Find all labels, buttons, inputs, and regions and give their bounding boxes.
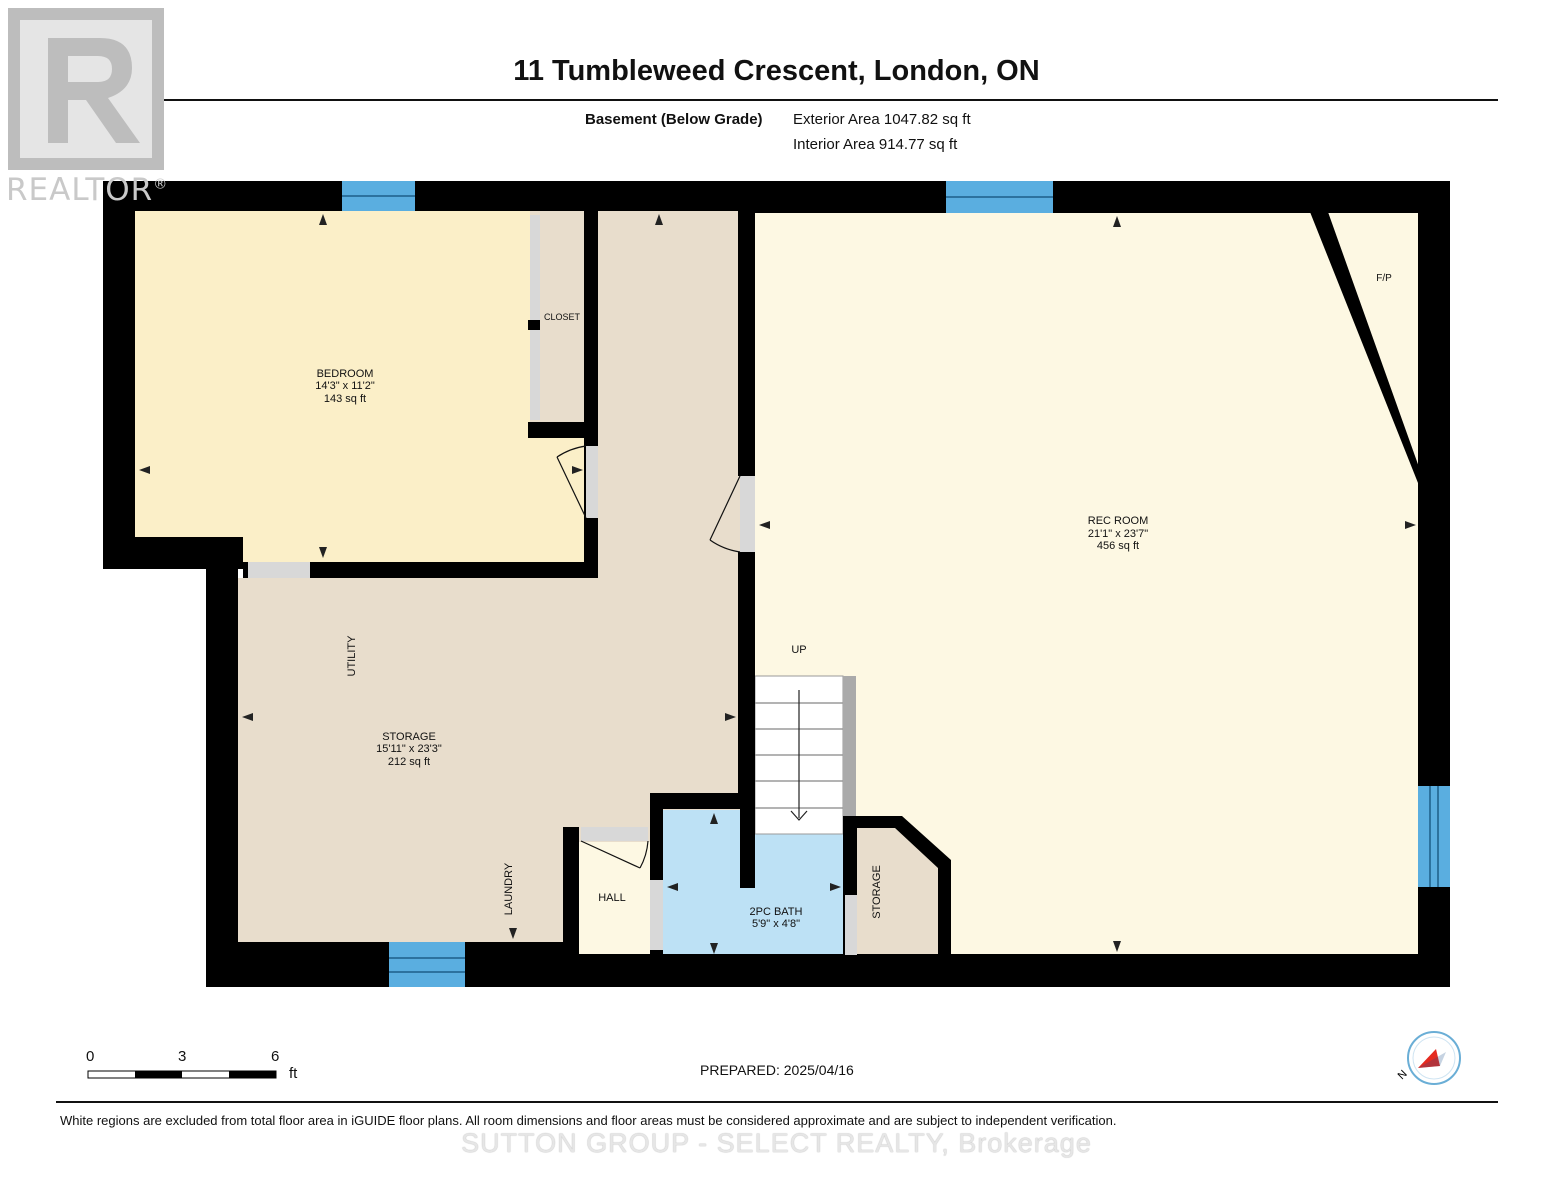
scale-tick-3: 3 [178, 1048, 187, 1065]
header-divider [56, 99, 1498, 101]
rec-room-area: 456 sq ft [1097, 540, 1139, 552]
interior-area: Interior Area 914.77 sq ft [793, 136, 958, 153]
page-title: 11 Tumbleweed Crescent, London, ON [513, 55, 1040, 87]
stairs-up-label: UP [791, 644, 806, 656]
fireplace-label: F/P [1376, 273, 1392, 284]
scale-tick-0: 0 [86, 1048, 95, 1065]
bath-name: 2PC BATH [750, 906, 803, 918]
realtor-wordmark: REALTOR® [6, 172, 169, 208]
bedroom-area: 143 sq ft [324, 393, 366, 405]
windows [342, 181, 1450, 987]
stair-rail [843, 676, 856, 816]
level-name: Basement (Below Grade) [585, 111, 763, 128]
stair-direction-arrow [790, 690, 808, 821]
storage-dims: 15'11" x 23'3" [376, 743, 442, 755]
rec-room-dims: 21'1" x 23'7" [1088, 528, 1148, 540]
bedroom-floor-lower [243, 530, 585, 562]
closet-name: CLOSET [544, 312, 581, 322]
scale-unit: ft [289, 1065, 298, 1082]
disclaimer: White regions are excluded from total fl… [60, 1113, 1117, 1128]
scale-bar [87, 1070, 277, 1079]
small-storage-floor [857, 828, 940, 956]
laundry-label: LAUNDRY [503, 862, 515, 915]
realtor-logo [8, 8, 164, 170]
footer-divider [56, 1101, 1498, 1103]
utility-label: UTILITY [346, 635, 358, 677]
hallway-floor [598, 210, 740, 580]
small-storage-name: STORAGE [871, 865, 883, 919]
storage-area: 212 sq ft [388, 756, 430, 768]
walls [103, 181, 1450, 987]
storage-name: STORAGE [382, 731, 436, 743]
dimension-markers [139, 214, 1416, 954]
bedroom-floor [135, 210, 585, 538]
bath-dims: 5'9" x 4'8" [752, 918, 800, 930]
exterior-area: Exterior Area 1047.82 sq ft [793, 111, 971, 128]
door-openings [248, 215, 857, 955]
bedroom-dims: 14'3" x 11'2" [315, 380, 375, 392]
hall-floor [578, 842, 650, 954]
door-swings [556, 445, 741, 869]
rec-room-name: REC ROOM [1088, 515, 1149, 527]
bedroom-name: BEDROOM [317, 368, 374, 380]
scale-tick-6: 6 [271, 1048, 280, 1065]
hall-name: HALL [598, 892, 626, 904]
compass-north-label: N [1396, 1068, 1410, 1082]
brokerage-watermark: SUTTON GROUP - SELECT REALTY, Brokerage [461, 1128, 1092, 1158]
compass-icon [1407, 1031, 1461, 1085]
prepared-date: PREPARED: 2025/04/16 [700, 1062, 854, 1078]
